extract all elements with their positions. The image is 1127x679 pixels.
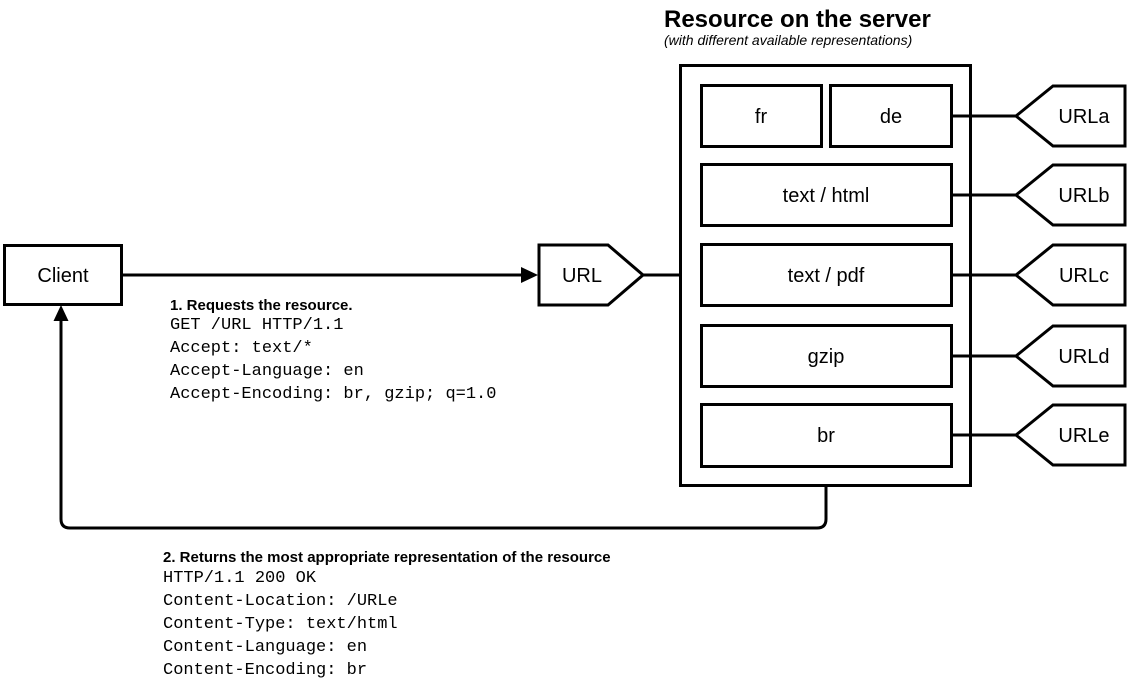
url-tag-label-urlb: URLb (1058, 185, 1109, 207)
response-line: Content-Location: /URLe (163, 592, 398, 611)
representation-box-text-html (700, 163, 953, 227)
url-tag-urle (1013, 403, 1127, 467)
url-tag-label-urla: URLa (1058, 106, 1110, 128)
representation-label-de: de (880, 106, 902, 128)
representation-label-text-html: text / html (783, 185, 870, 207)
response-line: Content-Encoding: br (163, 661, 367, 679)
url-tag-urlc (1013, 243, 1127, 307)
representation-box-gzip (700, 324, 953, 388)
request-line: Accept-Encoding: br, gzip; q=1.0 (170, 385, 496, 404)
request-line: Accept: text/* (170, 339, 313, 358)
request-line: Accept-Language: en (170, 362, 364, 381)
representation-label-br: br (817, 425, 835, 447)
request-line: GET /URL HTTP/1.1 (170, 316, 343, 335)
representation-label-text-pdf: text / pdf (788, 265, 865, 287)
url-tag-label-urlc: URLc (1059, 265, 1109, 287)
representation-box-fr (700, 84, 823, 148)
response-line: Content-Type: text/html (163, 615, 398, 634)
url-tag-label-urle: URLe (1058, 425, 1109, 447)
server-subtitle: (with different available representation… (664, 32, 912, 48)
representation-box-text-pdf (700, 243, 953, 307)
url-tag-urlb (1013, 163, 1127, 227)
url-tag-label-urld: URLd (1058, 346, 1109, 368)
url-tag-urla (1013, 84, 1127, 148)
url-node-label: URL (562, 265, 602, 287)
url-node (537, 243, 646, 307)
url-tag-urld (1013, 324, 1127, 388)
response-line: Content-Language: en (163, 638, 367, 657)
request-heading: 1. Requests the resource. (170, 297, 353, 314)
client-label: Client (37, 265, 89, 287)
response-heading: 2. Returns the most appropriate represen… (163, 549, 611, 566)
response-return-path (59, 320, 828, 530)
representation-label-fr: fr (755, 106, 768, 128)
representation-box-de (829, 84, 953, 148)
representation-label-gzip: gzip (808, 346, 845, 368)
server-title: Resource on the server (664, 6, 931, 33)
request-arrowhead-icon (521, 267, 538, 283)
response-arrowhead-icon (53, 305, 69, 321)
representation-box-br (700, 403, 953, 468)
client-box (3, 244, 123, 306)
response-line: HTTP/1.1 200 OK (163, 569, 317, 588)
